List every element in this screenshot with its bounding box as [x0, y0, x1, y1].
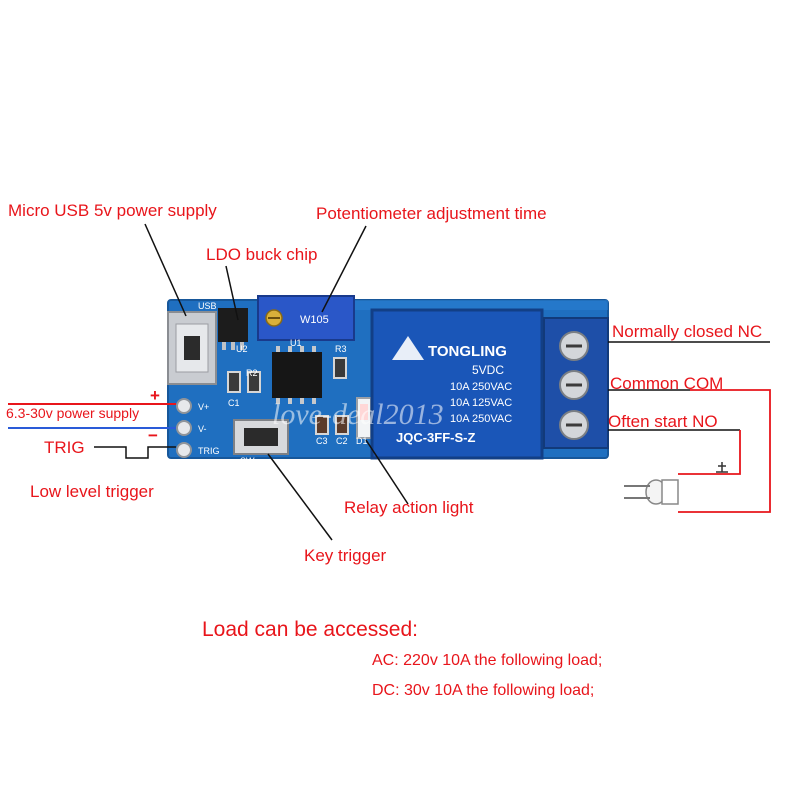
label-often-start: Often start NO: [608, 412, 718, 431]
silk-u2: U2: [236, 344, 248, 354]
label-ldo: LDO buck chip: [206, 245, 318, 264]
terminal-block: [543, 317, 609, 449]
leader-lines: [144, 223, 770, 541]
plug-icon: [624, 479, 679, 505]
relay-brand: TONGLING: [428, 343, 507, 360]
silk-usb: USB: [198, 301, 217, 311]
load-title: Load can be accessed:: [202, 618, 418, 641]
watermark: love-deal2013: [272, 398, 444, 431]
label-trig: TRIG: [44, 438, 85, 457]
silk-c2: C2: [336, 436, 348, 446]
silk-u1: U1: [290, 338, 302, 348]
silk-d1: D1: [356, 436, 368, 446]
label-common: Common COM: [610, 374, 724, 393]
ldo-chip: [218, 308, 248, 350]
silk-vplus: V+: [198, 402, 209, 412]
label-normally-closed: Normally closed NC: [612, 322, 763, 341]
relay-rating-1: 10A 250VAC: [450, 381, 512, 393]
silk-sw: SW: [240, 456, 255, 466]
label-minus: −: [148, 426, 158, 445]
label-low-level-trigger: Low level trigger: [30, 482, 154, 501]
silk-trig: TRIG: [198, 446, 220, 456]
silk-c1: C1: [228, 398, 240, 408]
key-trigger-button: [233, 419, 289, 455]
label-plus: +: [150, 386, 160, 405]
label-potentiometer: Potentiometer adjustment time: [316, 204, 547, 223]
silk-r2: R2: [246, 368, 258, 378]
label-power-supply: 6.3-30v power supply: [6, 405, 140, 421]
power-pins: [176, 398, 192, 458]
load-dc-line: DC: 30v 10A the following load;: [372, 682, 595, 699]
trig-pulse-symbol: [94, 446, 176, 459]
relay-voltage: 5VDC: [472, 363, 504, 377]
potentiometer: [257, 295, 355, 341]
relay-rating-3: 10A 250VAC: [450, 413, 512, 425]
silk-vminus: V-: [198, 424, 207, 434]
silk-c3: C3: [316, 436, 328, 446]
pot-marking: W105: [300, 314, 329, 326]
lamp-icon: [716, 462, 728, 473]
label-relay-light: Relay action light: [344, 498, 474, 517]
load-wiring: [678, 389, 771, 513]
label-key-trigger: Key trigger: [304, 546, 387, 565]
timer-ic: [272, 346, 322, 404]
silk-r3: R3: [335, 344, 347, 354]
label-micro-usb: Micro USB 5v power supply: [8, 201, 217, 220]
relay: [370, 308, 544, 460]
relay-model: JQC-3FF-S-Z: [396, 430, 476, 445]
micro-usb-connector: [167, 311, 217, 385]
load-ac-line: AC: 220v 10A the following load;: [372, 652, 603, 669]
passive-components: [227, 357, 349, 435]
relay-rating-2: 10A 125VAC: [450, 397, 512, 409]
